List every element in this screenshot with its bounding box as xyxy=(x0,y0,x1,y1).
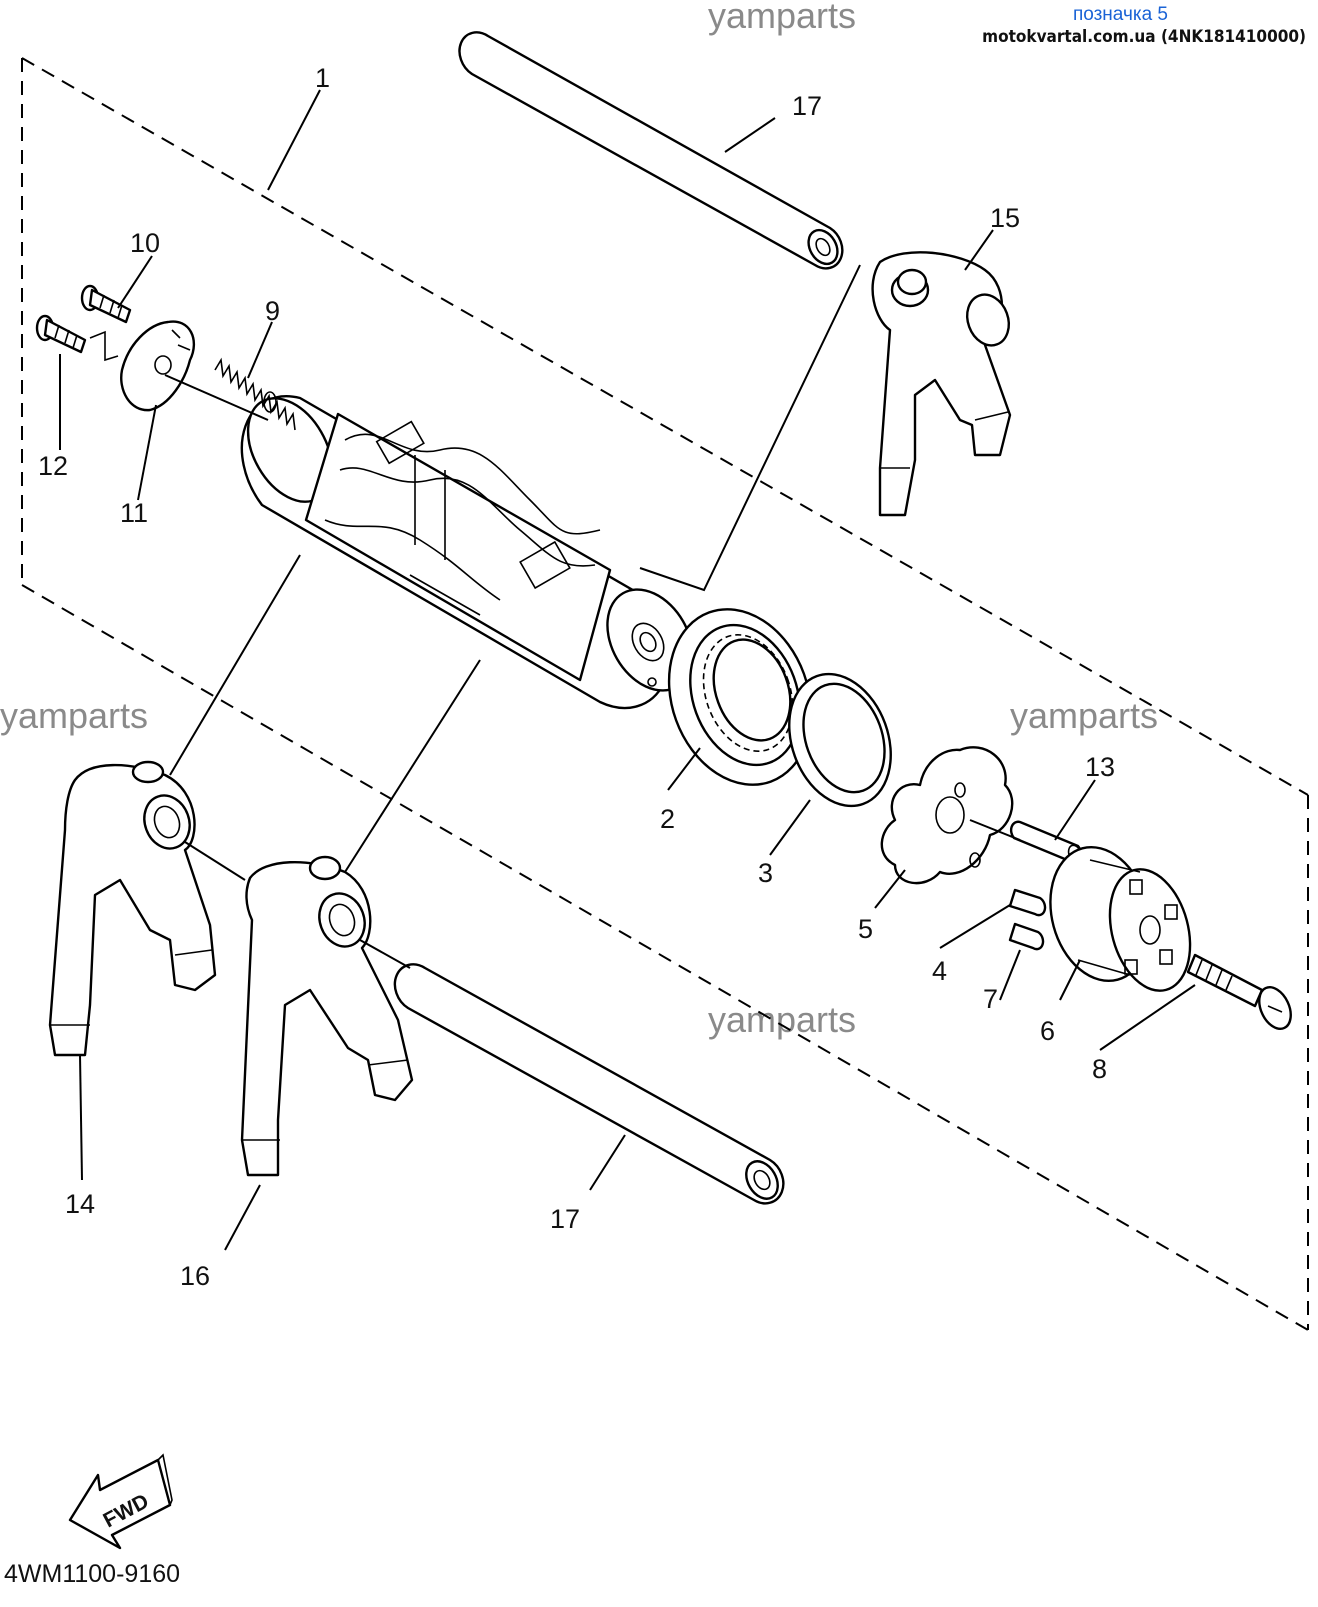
callout-13: 13 xyxy=(1085,752,1115,782)
assembly-boundary xyxy=(21,57,1309,1331)
watermark: yamparts xyxy=(708,999,856,1040)
countersunk-screw xyxy=(1186,953,1292,1030)
callout-7: 7 xyxy=(983,984,998,1014)
bolt-group-leader xyxy=(89,330,119,362)
shift-fork-14 xyxy=(48,760,217,1057)
header-label: позначка 5 xyxy=(1072,4,1168,25)
callout-14: 14 xyxy=(65,1189,95,1219)
callout-2: 2 xyxy=(660,804,675,834)
callout-15: 15 xyxy=(990,203,1020,233)
pin xyxy=(1008,888,1047,951)
forward-direction-arrow: FWD xyxy=(68,1453,173,1550)
diagram-code: 4WM1100-9160 xyxy=(4,1560,181,1588)
bolt xyxy=(35,314,87,354)
shift-cam-segment xyxy=(1049,845,1192,992)
watermark: yamparts xyxy=(708,0,856,36)
callout-8: 8 xyxy=(1092,1054,1107,1084)
shift-fork-shaft-bottom xyxy=(393,963,785,1205)
bolt xyxy=(80,284,132,324)
shift-fork-15 xyxy=(871,251,1012,517)
stopper-lever xyxy=(120,320,195,412)
callout-12: 12 xyxy=(38,451,68,481)
callout-11: 11 xyxy=(120,498,148,528)
shift-fork-16 xyxy=(240,855,414,1177)
callout-1: 1 xyxy=(315,63,330,93)
watermark: yamparts xyxy=(0,695,148,736)
callout-17-bottom: 17 xyxy=(550,1204,580,1234)
callout-4: 4 xyxy=(932,956,947,986)
callout-10: 10 xyxy=(130,228,160,258)
callout-3: 3 xyxy=(758,858,773,888)
shift-drum xyxy=(240,395,694,710)
bearing xyxy=(667,608,813,786)
watermark: yamparts xyxy=(1010,695,1158,736)
ring xyxy=(788,672,892,808)
callout-17-top: 17 xyxy=(792,91,822,121)
shift-fork-shaft-top xyxy=(458,31,844,270)
callout-16: 16 xyxy=(180,1261,210,1291)
header-source: motokvartal.com.ua (4NK181410000) xyxy=(982,27,1306,47)
leader-lines xyxy=(59,89,1196,1251)
callout-6: 6 xyxy=(1040,1016,1055,1046)
segment-plate xyxy=(880,746,1014,885)
callout-5: 5 xyxy=(858,914,873,944)
spring xyxy=(214,357,296,431)
callout-9: 9 xyxy=(265,296,280,326)
